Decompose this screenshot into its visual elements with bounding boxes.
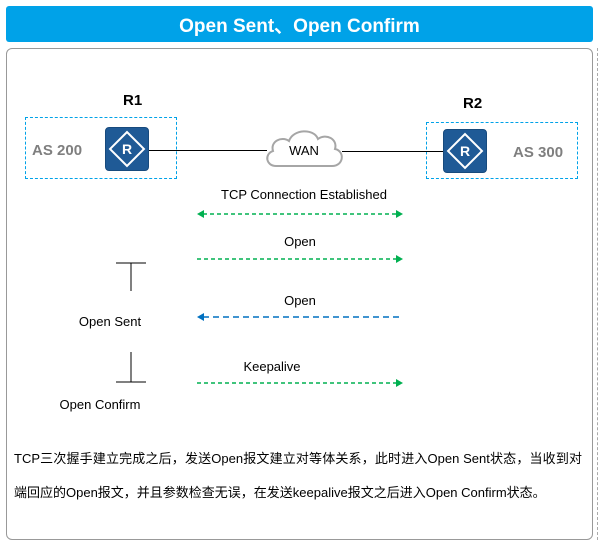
- diagram-panel: [6, 48, 593, 540]
- state-open-confirm-label: Open Confirm: [59, 397, 141, 412]
- router-r1-icon: R: [105, 127, 149, 171]
- state-open-sent-marker: [116, 262, 146, 291]
- state-open-sent-label: Open Sent: [78, 314, 142, 329]
- svg-text:R: R: [460, 143, 470, 159]
- as-300-box: [426, 122, 578, 179]
- router-r2-label: R2: [463, 95, 483, 112]
- arrow-open-received: [197, 313, 403, 321]
- msg-open-sent-label: Open: [284, 234, 316, 249]
- arrow-keepalive: [197, 379, 403, 387]
- title-bar: Open Sent、Open Confirm: [6, 6, 593, 42]
- arrow-tcp-established: [197, 210, 403, 218]
- wan-cloud-icon: [266, 130, 343, 167]
- msg-open-received-label: Open: [284, 293, 316, 308]
- wan-label: WAN: [289, 143, 319, 158]
- state-open-confirm-marker: [116, 352, 146, 383]
- as-200-box: [25, 117, 177, 179]
- router-r2-icon: R: [443, 129, 487, 173]
- arrow-open-sent: [197, 255, 403, 263]
- as-200-label: AS 200: [32, 142, 83, 159]
- link-wan-r2: [342, 151, 443, 152]
- description-text: TCP三次握手建立完成之后，发送Open报文建立对等体关系，此时进入Open S…: [14, 451, 582, 500]
- router-r1-label: R1: [123, 92, 143, 109]
- msg-keepalive-label: Keepalive: [243, 359, 301, 374]
- as-300-label: AS 300: [513, 144, 564, 161]
- svg-text:R: R: [122, 141, 132, 157]
- page-title: Open Sent、Open Confirm: [179, 15, 420, 37]
- panel-edge: [597, 48, 598, 540]
- msg-tcp-established-label: TCP Connection Established: [221, 187, 387, 202]
- link-r1-wan: [149, 150, 267, 151]
